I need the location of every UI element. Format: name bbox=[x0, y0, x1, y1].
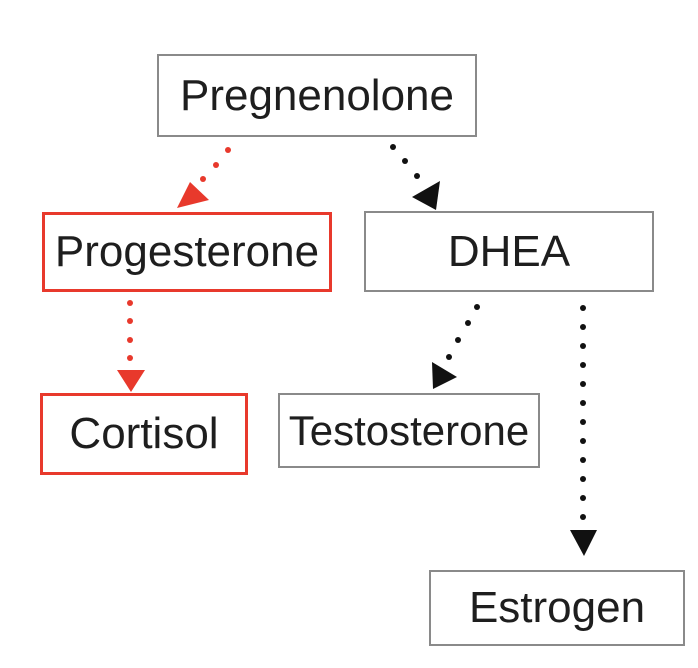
arrowhead-icon bbox=[432, 362, 457, 389]
arrowhead-icon bbox=[177, 182, 209, 208]
node-label: DHEA bbox=[447, 226, 571, 276]
node-label: Progesterone bbox=[54, 227, 320, 276]
edge-pregnenolone-dhea bbox=[390, 144, 440, 210]
node-label: Testosterone bbox=[288, 406, 530, 454]
node-testosterone: Testosterone bbox=[278, 393, 540, 468]
edge-pregnenolone-progesterone bbox=[177, 147, 231, 208]
edge-dhea-testosterone bbox=[432, 304, 480, 389]
arrowhead-icon bbox=[412, 181, 440, 210]
node-label: Pregnenolone bbox=[179, 70, 454, 120]
node-dhea: DHEA bbox=[364, 211, 654, 292]
node-cortisol: Cortisol bbox=[40, 393, 248, 475]
edge-progesterone-cortisol bbox=[117, 300, 145, 392]
node-estrogen: Estrogen bbox=[429, 570, 685, 646]
arrowhead-icon bbox=[570, 530, 597, 556]
edge-dhea-estrogen bbox=[570, 305, 597, 556]
node-label: Cortisol bbox=[69, 409, 219, 458]
arrowhead-icon bbox=[117, 370, 145, 392]
node-label: Estrogen bbox=[468, 583, 646, 632]
node-pregnenolone: Pregnenolone bbox=[157, 54, 477, 137]
node-progesterone: Progesterone bbox=[42, 212, 332, 292]
